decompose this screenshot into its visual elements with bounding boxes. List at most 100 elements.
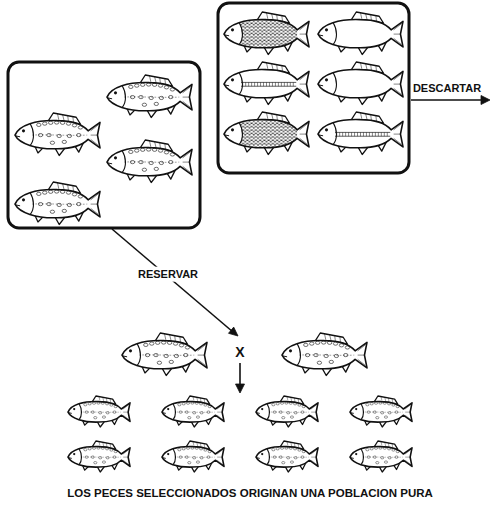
fish-eye <box>355 453 357 455</box>
scale-spot <box>140 148 144 151</box>
label-text: RESERVAR <box>135 267 201 282</box>
fish-body <box>256 402 318 423</box>
fish <box>282 333 367 376</box>
gill-line <box>173 449 175 465</box>
scale-spot <box>62 140 66 143</box>
scale-mark <box>260 82 261 86</box>
fish-eye <box>355 408 357 410</box>
mouth <box>163 412 166 414</box>
scale-spot <box>366 449 369 451</box>
fish-body <box>224 70 309 98</box>
fish-body <box>318 120 403 148</box>
fish <box>224 112 309 155</box>
scale-spot <box>370 403 373 405</box>
fish-outline <box>122 341 207 369</box>
scale-spot <box>99 412 102 414</box>
scale-spot <box>159 161 163 164</box>
lateral-line <box>80 411 120 412</box>
scale-spot <box>140 83 144 86</box>
fish-body <box>107 148 192 176</box>
fish-set <box>15 12 412 472</box>
fish-eye <box>261 453 263 455</box>
scale-mark <box>278 82 279 86</box>
fish-outline <box>224 20 309 48</box>
fish <box>162 396 224 427</box>
fish-eye <box>325 28 328 31</box>
scale-mark <box>284 82 285 86</box>
gill-line <box>297 344 300 365</box>
scale-spot <box>62 209 66 212</box>
scale-spot <box>179 411 182 413</box>
scale-spot <box>324 354 328 357</box>
scale-spot <box>67 203 71 206</box>
scale-mark <box>275 82 276 86</box>
scale-spot <box>84 404 87 406</box>
scale-spot <box>188 417 191 419</box>
arrows <box>112 96 490 394</box>
scale-mark <box>354 132 355 136</box>
scale-mark <box>375 132 376 136</box>
scale-spot <box>144 343 148 346</box>
mouth <box>319 84 323 86</box>
fish-eye <box>114 156 117 159</box>
mouth <box>225 84 229 86</box>
scale-spot <box>37 123 41 126</box>
scale-spot <box>339 344 343 347</box>
fish-body <box>350 402 412 423</box>
scale-spot <box>276 403 279 405</box>
fish-outline <box>15 190 100 218</box>
scale-spot <box>85 456 88 458</box>
scale-spot <box>290 416 293 418</box>
scale-spot <box>196 416 199 418</box>
lateral-line <box>362 456 402 457</box>
mouth <box>351 457 354 459</box>
scale-spot <box>102 416 105 418</box>
scale-spot <box>329 360 333 363</box>
scale-spot <box>179 344 183 347</box>
fish <box>256 441 318 472</box>
fish-body <box>122 341 207 369</box>
fish-outline <box>107 148 192 176</box>
group-box <box>218 3 409 173</box>
fish-body <box>162 402 224 423</box>
tail-rays <box>405 405 411 420</box>
scale-spot <box>72 193 76 196</box>
scale-spot <box>94 462 97 464</box>
tail-rays <box>183 87 191 107</box>
lateral-line <box>124 96 179 97</box>
fish-outline <box>318 120 403 148</box>
fish-eye <box>231 28 234 31</box>
scale-spot <box>200 412 203 414</box>
scale-spot <box>67 134 71 137</box>
mouth <box>108 162 112 164</box>
tail-rays <box>300 24 308 44</box>
fish-eye <box>22 129 25 132</box>
scale-spot <box>294 457 297 459</box>
scale-spot <box>272 404 275 406</box>
scale-spot <box>88 448 91 450</box>
fish-body <box>318 20 403 48</box>
fish-outline <box>350 447 412 468</box>
tail-rays <box>405 450 411 465</box>
scale-spot <box>304 343 308 346</box>
scale-spot <box>376 417 379 419</box>
fish-body <box>15 190 100 218</box>
lateral-line <box>124 161 179 162</box>
fish <box>15 182 100 225</box>
scale-spot <box>200 457 203 459</box>
scale-spot <box>38 133 42 136</box>
tail-rays <box>217 405 223 420</box>
fish <box>68 441 130 472</box>
scale-spot <box>155 341 159 344</box>
gill-line <box>361 404 363 420</box>
label-slot: X <box>235 344 244 360</box>
gill-line <box>30 193 33 214</box>
fish-outline <box>224 120 309 148</box>
scale-spot <box>182 403 185 405</box>
gill-line <box>122 86 125 107</box>
fish-body <box>68 402 130 423</box>
scale-spot <box>43 191 47 194</box>
selection-boxes <box>8 3 409 228</box>
scale-mark <box>348 132 349 136</box>
tail-rays <box>311 405 317 420</box>
